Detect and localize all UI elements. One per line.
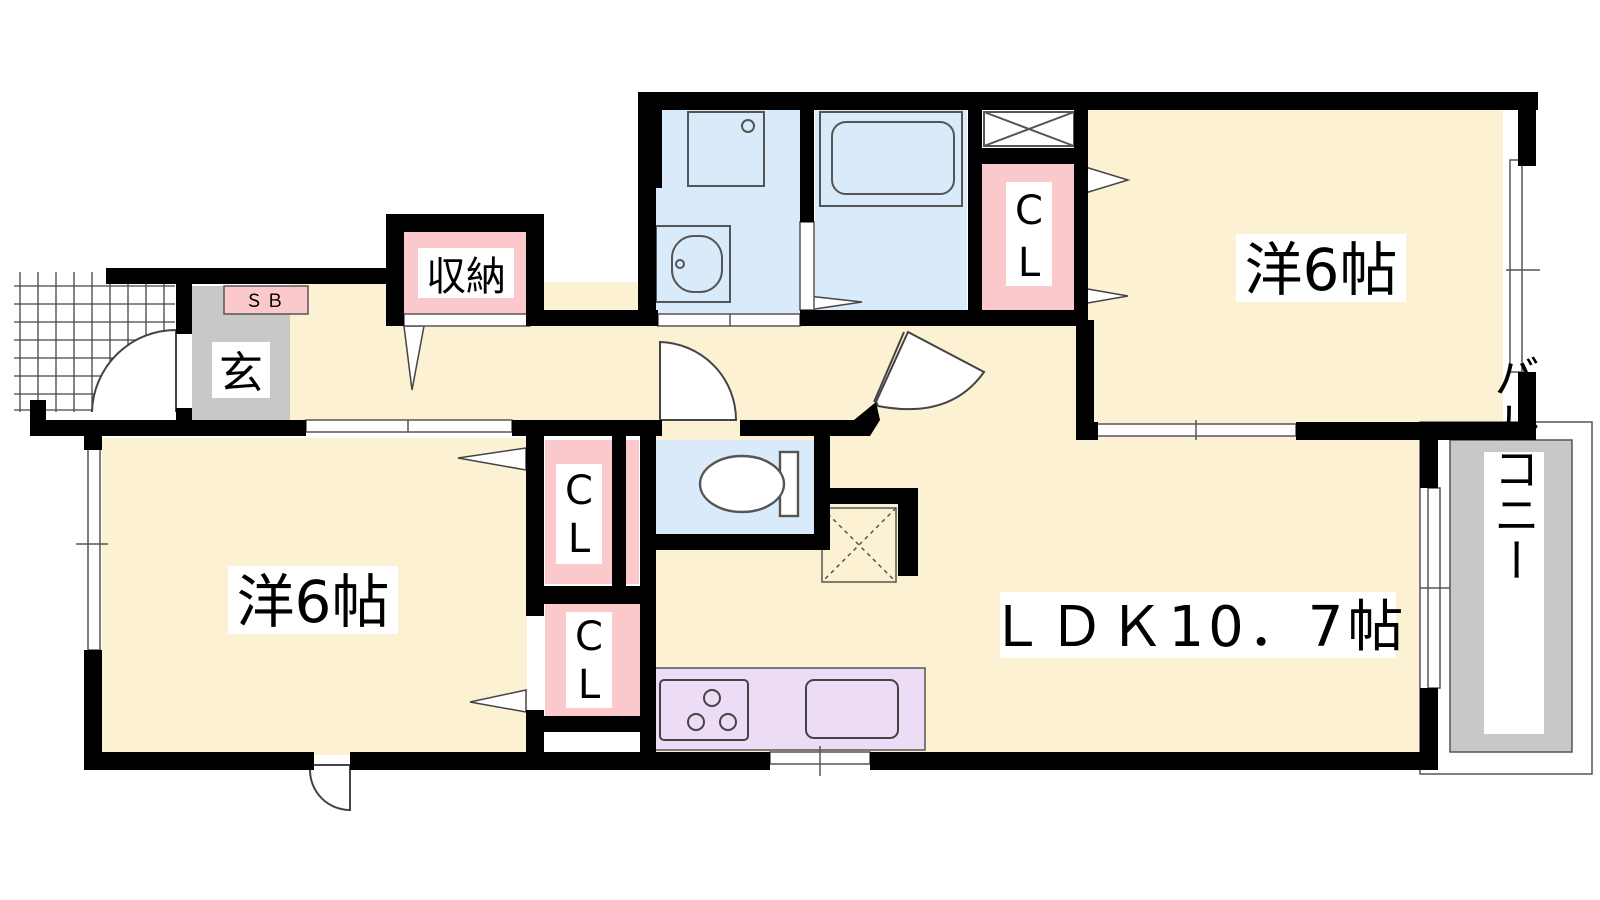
toilet-door bbox=[659, 340, 738, 421]
closet-mid2-floor bbox=[625, 440, 639, 584]
outside-door bbox=[309, 764, 351, 812]
sliding-door-washroom bbox=[657, 313, 801, 327]
windows bbox=[76, 159, 1540, 776]
bedroom-right-label: 洋6帖 bbox=[1245, 236, 1398, 304]
closet-low-label-bg bbox=[566, 612, 612, 708]
gas-stove-icon bbox=[659, 679, 749, 741]
bedroom-left-label: 洋6帖 bbox=[237, 568, 390, 636]
sliding-door-bath bbox=[799, 221, 815, 311]
drain-icon bbox=[741, 119, 755, 133]
closet-mid-label-bg bbox=[556, 464, 602, 564]
ldk-label: ＬＤＫ10．7帖 bbox=[989, 595, 1408, 660]
balcony-label-bg bbox=[1484, 452, 1544, 734]
washroom-floor bbox=[652, 108, 800, 314]
closet-mid-label-l: L bbox=[568, 516, 591, 562]
storage-label: 収納 bbox=[426, 254, 506, 300]
walls bbox=[30, 92, 1538, 770]
storage-label-bg bbox=[418, 248, 514, 298]
closet-mid-label-c: C bbox=[565, 468, 593, 514]
closet-top-label-bg bbox=[1006, 182, 1052, 286]
window-right-bedroom bbox=[1509, 159, 1523, 373]
toilet-icon bbox=[698, 450, 800, 518]
closet-low-label-l: L bbox=[578, 662, 601, 708]
doors bbox=[91, 328, 986, 812]
sink-icon bbox=[805, 679, 899, 739]
folding-doors bbox=[403, 164, 1131, 713]
ldk-label-bg bbox=[1000, 592, 1396, 658]
closet-top-label-c: C bbox=[1015, 188, 1043, 234]
closet-top-label-l: L bbox=[1018, 240, 1041, 286]
sliding-door-storage bbox=[403, 313, 531, 327]
genkan-label: 玄 bbox=[219, 348, 263, 399]
vent-box-icon bbox=[983, 111, 1075, 147]
washing-machine-pan bbox=[687, 111, 765, 187]
balcony-label: バルコニー bbox=[1487, 353, 1541, 583]
genkan-label-bg bbox=[212, 342, 270, 398]
shoe-box bbox=[223, 285, 309, 315]
floor-fills bbox=[102, 108, 1593, 775]
entrance-door bbox=[91, 328, 177, 413]
closet-low-label-c: C bbox=[575, 614, 603, 660]
bedroom-left-label-bg bbox=[228, 566, 398, 634]
shoe-box-label: ＳＢ bbox=[245, 291, 287, 312]
bathroom-floor bbox=[815, 108, 967, 314]
bedroom-right-label-bg bbox=[1236, 234, 1406, 302]
ldk-door bbox=[874, 330, 986, 411]
bathtub-icon bbox=[819, 111, 963, 207]
sliding-door-genkan bbox=[305, 419, 513, 433]
